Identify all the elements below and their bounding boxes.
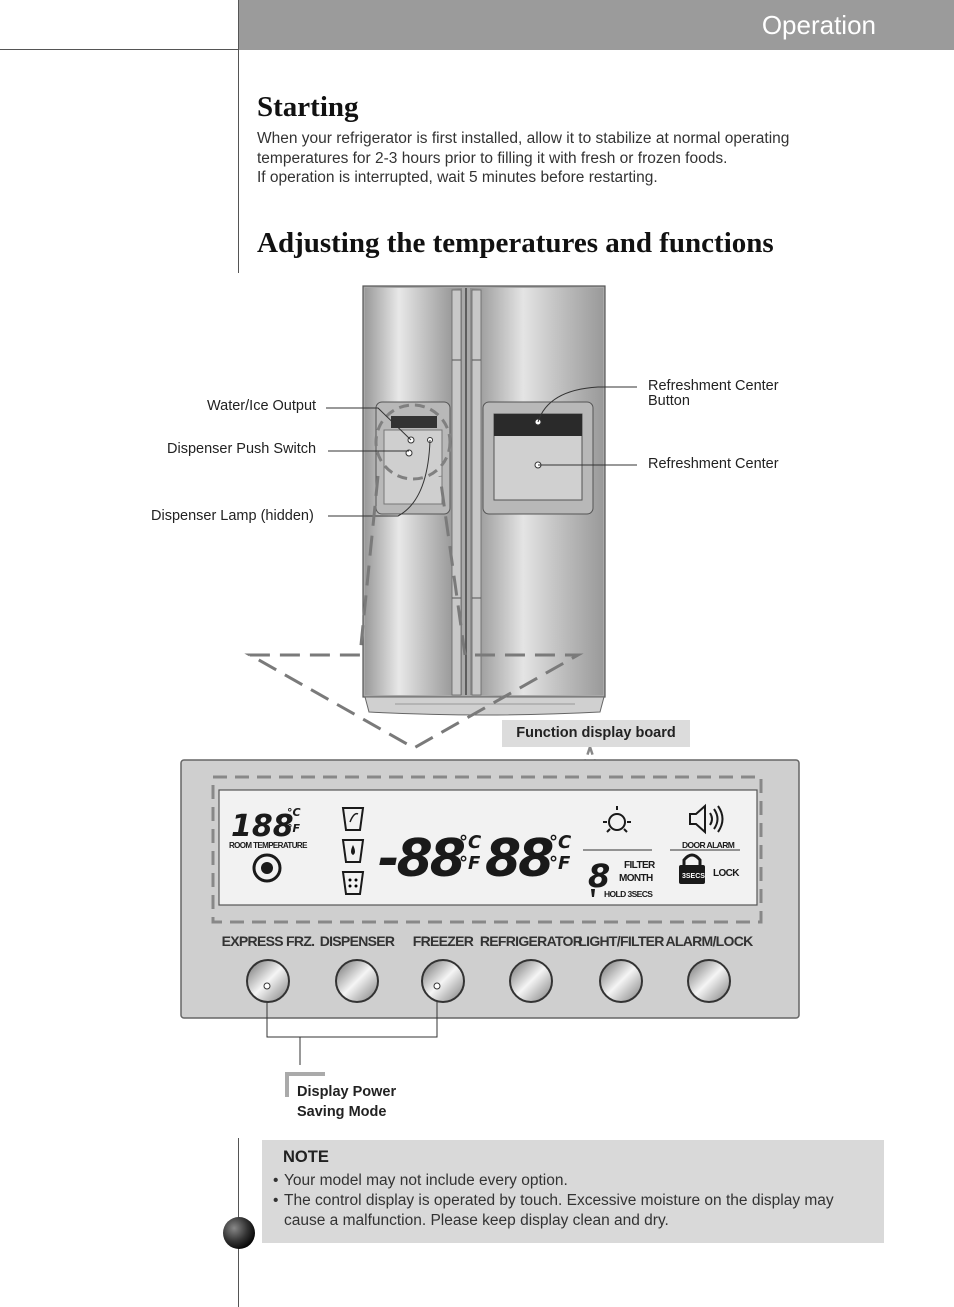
alarm-lock-label: ALARM/LOCK <box>665 933 753 949</box>
dpsm-line: Saving Mode <box>297 1104 387 1120</box>
margin-rule-top <box>238 0 239 273</box>
freezer-unit-c: °C <box>459 832 482 853</box>
starting-paragraph: When your refrigerator is first installe… <box>257 129 897 188</box>
fridge-unit-c: °C <box>549 832 572 853</box>
display-power-saving-label: Display Power Saving Mode <box>297 1082 396 1122</box>
starting-line: If operation is interrupted, wait 5 minu… <box>257 169 658 186</box>
lock-badge: 3SECS <box>682 873 705 880</box>
header-bar: Operation <box>239 0 954 50</box>
adjusting-heading: Adjusting the temperatures and functions <box>257 227 774 259</box>
dispenser-button[interactable] <box>335 959 379 1003</box>
header-rule <box>0 49 239 50</box>
section-title: Operation <box>761 10 876 40</box>
note-list: Your model may not include every option.… <box>273 1171 873 1231</box>
freezer-handle <box>451 289 462 696</box>
filter-label: FILTER <box>624 860 656 871</box>
dispenser-display <box>391 416 437 428</box>
fridge-handle <box>471 289 482 696</box>
freezer-button[interactable] <box>421 959 465 1003</box>
lock-label: LOCK <box>713 868 740 879</box>
refrigerator-button[interactable] <box>509 959 553 1003</box>
speaker-icon <box>689 803 724 835</box>
refrigerator-label: REFRIGERATOR <box>479 933 583 949</box>
callout-refreshment-button-line: Button <box>648 393 690 409</box>
function-display-board-label: Function display board <box>502 720 690 747</box>
starting-heading: Starting <box>257 91 359 123</box>
starting-line: When your refrigerator is first installe… <box>257 130 790 147</box>
ice-cubes-icon <box>341 871 365 895</box>
door-alarm-label: DOOR ALARM <box>682 840 735 850</box>
express-frz-button[interactable] <box>246 959 290 1003</box>
fridge-temp-digits: 88 <box>485 829 553 889</box>
month-label: MONTH <box>619 873 653 884</box>
page-marker-dot <box>223 1217 255 1249</box>
light-filter-label: LIGHT/FILTER <box>578 933 664 949</box>
freezer-label: FREEZER <box>412 933 474 949</box>
filter-icon <box>591 889 595 897</box>
water-drop-icon <box>341 839 365 863</box>
light-bulb-icon <box>603 806 631 833</box>
alarm-lock-button[interactable] <box>687 959 731 1003</box>
callout-water-ice-output: Water/Ice Output <box>207 398 317 414</box>
room-temp-label: ROOM TEMPERATURE <box>229 841 308 850</box>
lock-icon <box>679 853 705 884</box>
water-glass-icon <box>341 807 365 831</box>
note-box: NOTE Your model may not include every op… <box>262 1140 884 1243</box>
filter-digit: 8 <box>588 857 610 895</box>
starting-line: temperatures for 2-3 hours prior to fill… <box>257 149 728 167</box>
note-item: The control display is operated by touch… <box>273 1191 873 1231</box>
fan-icon <box>252 853 282 883</box>
callout-dispenser-push-switch: Dispenser Push Switch <box>167 441 317 457</box>
dispenser-label: DISPENSER <box>319 933 395 949</box>
express-frz-label: EXPRESS FRZ. <box>221 933 315 949</box>
dpsm-line: Display Power <box>297 1084 397 1100</box>
callout-refreshment-button-line: Refreshment Center <box>648 378 779 394</box>
callout-refreshment-center-button: Refreshment Center Button <box>648 379 779 409</box>
callout-dispenser-lamp: Dispenser Lamp (hidden) <box>151 508 314 524</box>
fridge-unit-f: °F <box>549 853 571 874</box>
light-filter-button[interactable] <box>599 959 643 1003</box>
room-temp-unit-f: °F <box>287 822 301 835</box>
room-temp-digits: 188 <box>231 809 294 844</box>
lcd-display <box>218 789 758 906</box>
room-temp-unit-c: °C <box>287 806 301 819</box>
freezer-temp-digits: -88 <box>378 829 465 889</box>
hold-label: HOLD 3SECS <box>604 889 653 899</box>
note-title: NOTE <box>283 1148 329 1166</box>
note-item: Your model may not include every option. <box>273 1171 873 1191</box>
freezer-unit-f: °F <box>459 853 481 874</box>
callout-refreshment-center: Refreshment Center <box>648 456 779 472</box>
